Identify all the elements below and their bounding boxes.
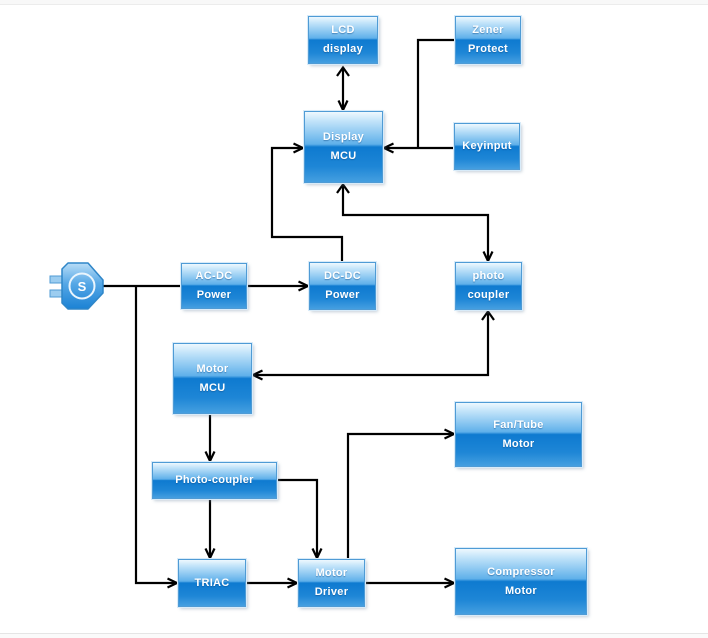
node-lcd-display: LCD display <box>308 16 378 64</box>
node-label: Protect <box>468 43 508 55</box>
node-label: Zener <box>472 24 504 37</box>
node-label: Driver <box>314 586 349 598</box>
wire-zener-to-keyinput-line <box>416 38 455 149</box>
node-label: Motor <box>315 567 348 580</box>
wire-photocoupler-motor-mcu-bidir <box>253 311 490 375</box>
node-motor-mcu: Motor MCU <box>173 343 252 414</box>
plug-circle <box>68 272 96 300</box>
node-fan-tube-motor: Fan/Tube Motor <box>455 402 582 467</box>
node-label: TRIAC <box>194 576 230 589</box>
node-keyinput: Keyinput <box>454 123 520 170</box>
node-label: Motor <box>502 437 535 450</box>
node-label: coupler <box>467 289 510 301</box>
node-zener-protect: Zener Protect <box>455 16 521 64</box>
wire-mains-branch-to-triac <box>134 286 177 583</box>
page-bottom-frame <box>0 633 708 638</box>
node-label: Motor <box>504 584 538 597</box>
node-label: Compressor <box>487 565 555 578</box>
node-label: MCU <box>330 150 357 162</box>
node-label: LCD <box>331 24 355 37</box>
node-label: display <box>322 43 363 55</box>
node-label: AC-DC <box>195 270 233 283</box>
plug-label: S <box>78 279 87 294</box>
node-display-mcu: Display MCU <box>304 111 383 183</box>
node-label: Photo-coupler <box>175 474 254 487</box>
power-plug-symbol: S <box>49 262 104 310</box>
plug-body <box>61 262 104 310</box>
node-photo-coupler: photo coupler <box>455 262 522 310</box>
page-top-frame <box>0 0 708 5</box>
wire-photocoupler-arrowhead-up <box>481 309 495 321</box>
node-ac-dc-power: AC-DC Power <box>181 263 247 309</box>
node-label: Power <box>196 289 232 301</box>
node-label: Power <box>325 289 360 301</box>
wire-lcd-arrowhead-up <box>336 65 350 77</box>
wire-display-mcu-arrowhead-up <box>336 182 350 194</box>
node-compressor-motor: Compressor Motor <box>455 548 587 615</box>
node-dc-dc-power: DC-DC Power <box>309 262 376 310</box>
wire-motor-driver-to-fan-motor <box>346 434 454 559</box>
wire-dcdc-to-display-mcu <box>270 148 344 262</box>
wire-display-mcu-photocoupler-bidir <box>341 185 488 261</box>
node-label: photo <box>472 270 505 283</box>
node-label: Motor <box>196 362 229 375</box>
node-label: Fan/Tube <box>493 418 544 431</box>
wire-photocoupler2-to-motor-driver <box>277 478 317 558</box>
node-photo-coupler-2: Photo-coupler <box>152 462 277 499</box>
node-label: DC-DC <box>324 270 361 283</box>
node-motor-driver: Motor Driver <box>298 559 365 607</box>
node-triac: TRIAC <box>178 559 246 607</box>
node-label: Display <box>322 131 365 144</box>
node-label: Keyinput <box>462 140 512 153</box>
node-label: MCU <box>199 381 226 394</box>
